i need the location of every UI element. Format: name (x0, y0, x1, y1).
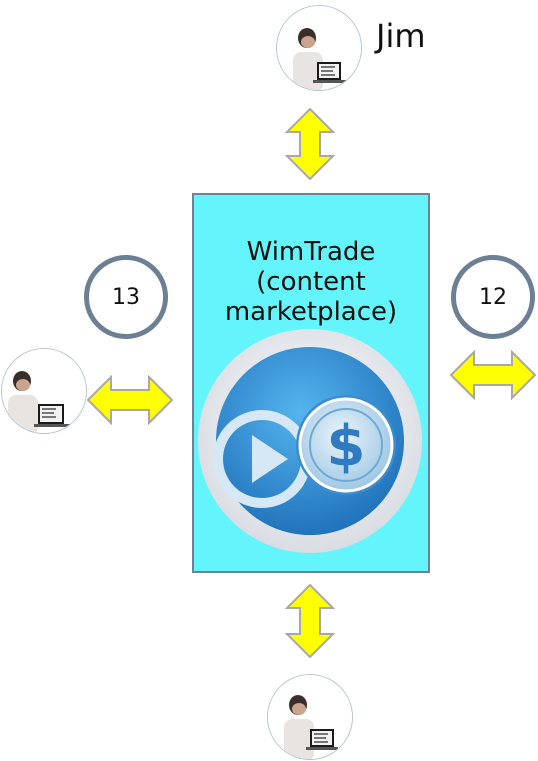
double-arrow-horizontal-right (450, 350, 536, 400)
platform-title-line1: WimTrade (246, 237, 376, 267)
person-at-laptop-icon (277, 6, 361, 90)
badge-right: 12 (451, 255, 535, 339)
svg-text:$: $ (327, 414, 366, 479)
user-name-jim: Jim (376, 17, 426, 55)
platform-title: WimTrade (content marketplace) (194, 237, 428, 327)
platform-title-line2: (content (256, 267, 366, 297)
person-at-laptop-icon (2, 349, 86, 433)
double-arrow-vertical-top (285, 108, 335, 180)
badge-left: 13 (84, 255, 168, 339)
user-avatar-jim (276, 5, 362, 91)
user-avatar-left (1, 348, 87, 434)
double-arrow-vertical-bottom (285, 584, 335, 658)
double-arrow-horizontal-left (87, 375, 173, 425)
play-dollar-coin-icon: $ (198, 329, 422, 553)
person-at-laptop-icon (268, 675, 352, 759)
platform-title-line3: marketplace) (224, 297, 398, 327)
user-avatar-bottom (267, 674, 353, 760)
wimtrade-platform-box: WimTrade (content marketplace) $ (192, 193, 430, 573)
